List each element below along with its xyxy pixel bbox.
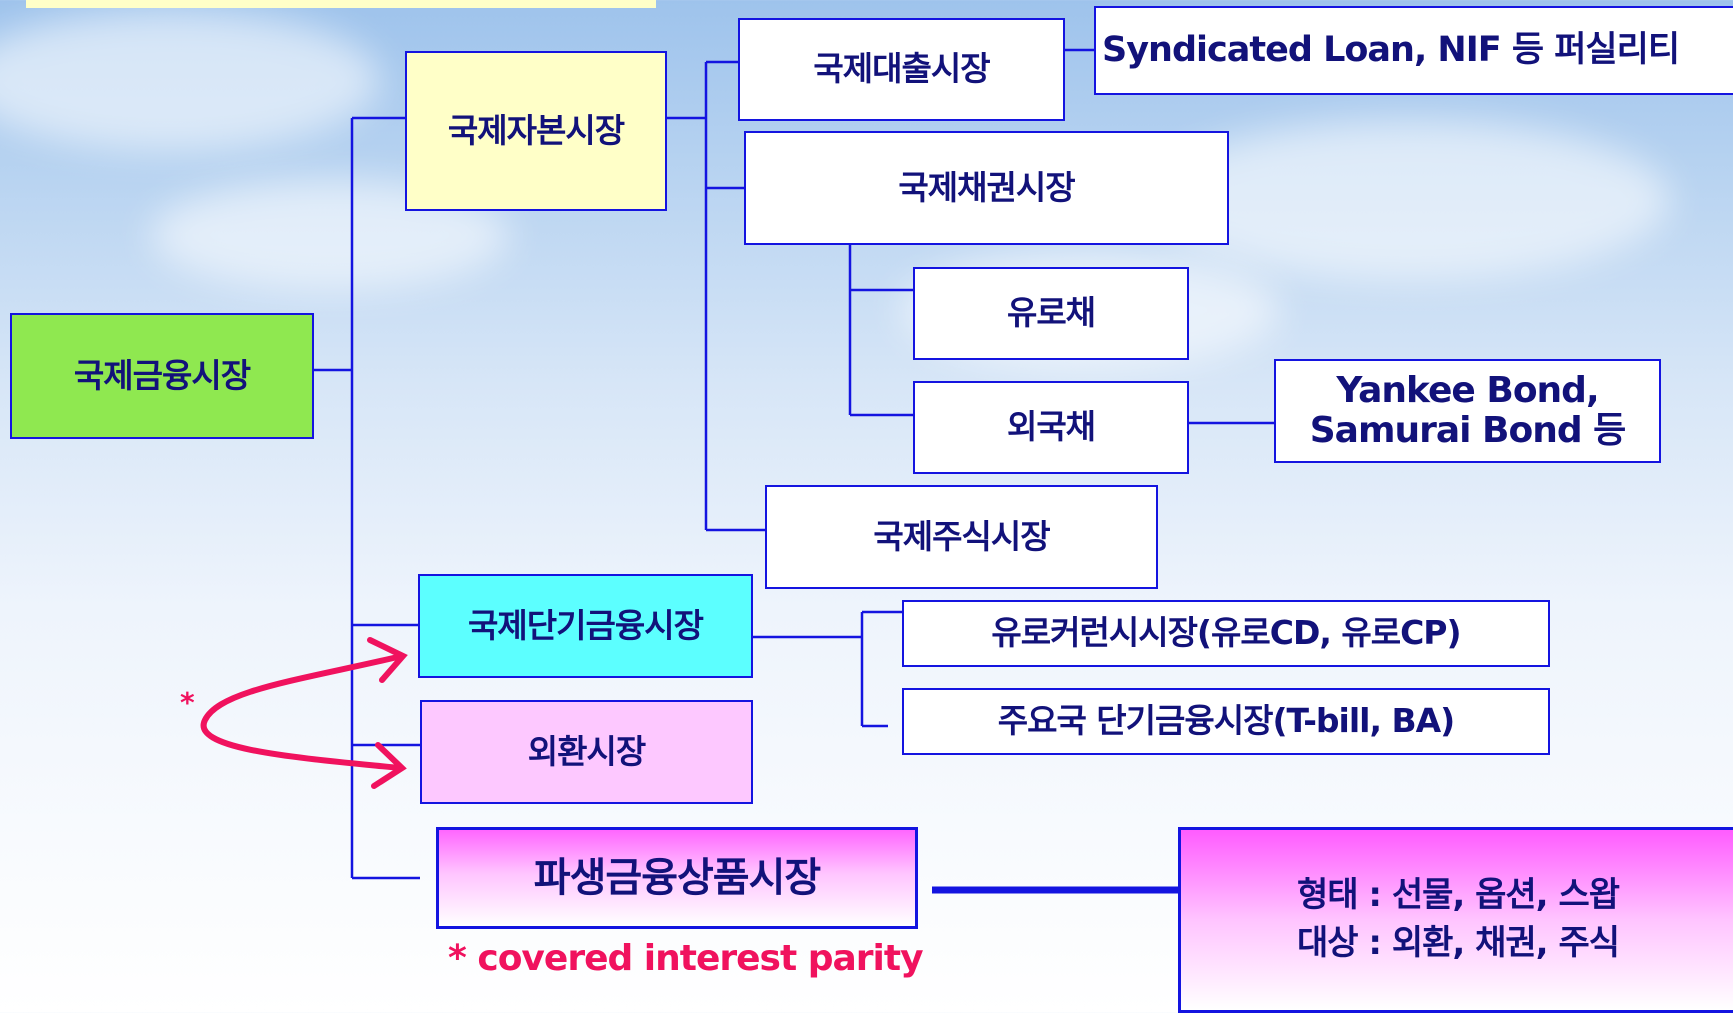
- root-box-international-financial-market: 국제금융시장: [10, 313, 314, 439]
- box-derivatives-market: 파생금융상품시장: [436, 827, 918, 929]
- derivatives-note-line1: 형태 : 선물, 옵션, 스왑: [1296, 875, 1620, 916]
- box-international-short-term-market: 국제단기금융시장: [418, 574, 753, 678]
- box-major-short-term-market: 주요국 단기금융시장(T-bill, BA): [902, 688, 1550, 755]
- box-international-loan-market: 국제대출시장: [738, 18, 1065, 121]
- foreign-bond-note-line2: Samurai Bond 등: [1309, 410, 1627, 451]
- foreign-bond-note-line1: Yankee Bond,: [1336, 369, 1599, 411]
- box-eurobond: 유로채: [913, 267, 1189, 360]
- box-international-capital-market: 국제자본시장: [405, 51, 667, 211]
- box-foreign-bond: 외국채: [913, 381, 1189, 474]
- box-derivatives-note: 형태 : 선물, 옵션, 스왑 대상 : 외환, 채권, 주식: [1178, 827, 1733, 1013]
- asterisk-marker: *: [180, 686, 195, 719]
- box-eurocurrency-market: 유로커런시시장(유로CD, 유로CP): [902, 600, 1550, 667]
- cloud-decoration: [0, 10, 380, 150]
- box-loan-facility-note: Syndicated Loan, NIF 등 퍼실리티: [1094, 6, 1733, 95]
- cloud-decoration: [1150, 120, 1670, 280]
- footnote-covered-interest-parity: * covered interest parity: [448, 938, 924, 979]
- box-fx-market: 외환시장: [420, 700, 753, 804]
- top-banner-strip: [26, 0, 656, 8]
- box-international-stock-market: 국제주식시장: [765, 485, 1158, 589]
- box-international-bond-market: 국제채권시장: [744, 131, 1229, 245]
- derivatives-note-line2: 대상 : 외환, 채권, 주식: [1296, 923, 1620, 963]
- box-yankee-samurai-note: Yankee Bond, Samurai Bond 등: [1274, 359, 1661, 463]
